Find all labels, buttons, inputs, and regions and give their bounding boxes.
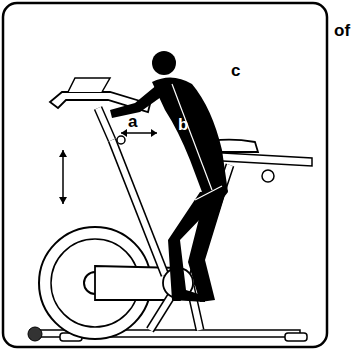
handlebar-post bbox=[98, 108, 112, 140]
angle-line bbox=[195, 186, 222, 200]
rider-leg bbox=[188, 195, 225, 302]
dimension-letter: b bbox=[178, 116, 188, 134]
page-text: of bbox=[334, 22, 350, 40]
adjust-knob bbox=[117, 136, 125, 144]
frame-border bbox=[3, 3, 327, 347]
handlebar-post bbox=[98, 108, 112, 140]
rider-arm bbox=[110, 84, 168, 118]
dimension-letter: c bbox=[231, 62, 240, 80]
down-tube bbox=[112, 140, 165, 275]
console bbox=[68, 78, 110, 92]
arrow-head bbox=[59, 150, 67, 204]
dimension-letter: a bbox=[128, 113, 137, 131]
angle-line bbox=[172, 84, 212, 190]
rider-torso bbox=[152, 77, 228, 201]
rider-leg bbox=[168, 190, 228, 302]
adjust-knob bbox=[262, 170, 274, 182]
adjust-arrow bbox=[62, 150, 64, 204]
down-tube bbox=[112, 140, 165, 275]
bike-foot bbox=[28, 327, 42, 341]
arrow-head bbox=[121, 129, 157, 137]
bike-foot bbox=[285, 333, 307, 341]
rider-head bbox=[152, 51, 176, 75]
